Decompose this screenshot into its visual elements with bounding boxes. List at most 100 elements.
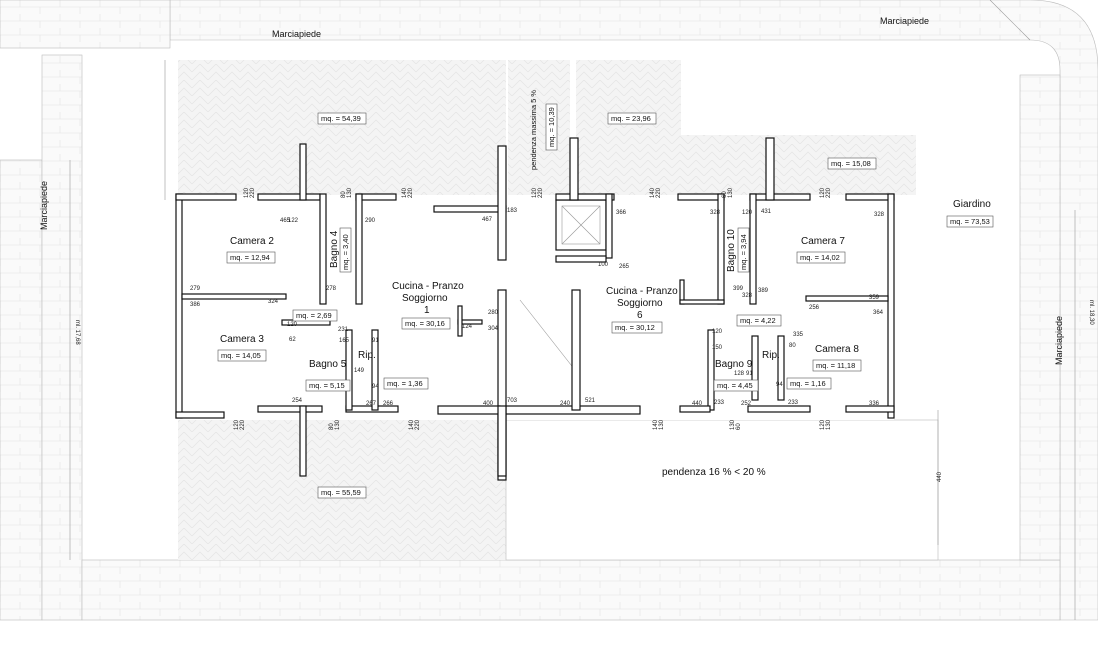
wall-dimension: 150 [712,345,723,351]
sidewalk-areas [0,0,1098,621]
area-box [736,314,782,327]
wall-dimension: 279 [190,286,201,292]
wall-dimension: 265 [619,264,630,270]
room-camera-8-area: mq. = 11,18 [816,361,855,370]
sidewalk-label-top-right: Marciapiede [880,16,929,26]
wall-dimension: 128 [734,371,745,377]
area-box [737,227,750,273]
room-camera-7-name: Camera 7 [801,236,845,247]
dimension-bottom-right: 440 [937,471,943,482]
room-camera-2-area: mq. = 12,94 [230,253,270,262]
garden-label: Giardino [953,199,991,210]
area-box [827,157,877,170]
outdoor-area-bottom: mq. = 55,59 [321,488,361,497]
outdoor-area-ramp: mq. = 10,39 [547,107,556,147]
room-bagno-5-name: Bagno 5 [309,359,347,370]
wall-dimension: 256 [809,305,820,311]
area-box [786,377,832,390]
area-box [305,379,351,392]
room-cucina-1-area: mq. = 30,16 [405,319,445,328]
room-cucina-1-name-line1: Cucina - Pranzo [392,281,464,292]
wall-dimension: 703 [507,398,518,404]
wall-dimension: 465 [280,218,291,224]
wall-dimension: 233 [714,400,725,406]
wall-dimension: 386 [190,302,201,308]
opening-dimension: 120220 [532,187,544,198]
wall-dimension: 328 [874,212,885,218]
ramp-slope-label: pendenza massima 5 % [529,90,538,170]
area-box [713,379,759,392]
wall-dimension: 521 [585,398,596,404]
area-box [401,317,451,330]
area-box [383,377,429,390]
area-box [317,486,367,499]
wall-dimension: 290 [365,218,376,224]
area-box [607,112,657,125]
outdoor-area-top-right: mq. = 23,96 [611,114,651,123]
wall-dimension: 431 [761,209,772,215]
wall-dimension: 233 [788,400,799,406]
wall-dimension: 359 [869,295,880,301]
wall-dimension: 183 [507,208,518,214]
garden-area-box [946,215,994,228]
wall-dimension: 328 [742,293,753,299]
wall-dimension: 240 [560,401,571,407]
wall-dimension: 266 [383,401,394,407]
opening-dimension: 120130 [820,419,832,430]
room-cucina-6-name-line2: Soggiorno [617,298,663,309]
room-camera-7-area: mq. = 14,02 [800,253,840,262]
room-cucina-6-area: mq. = 30,12 [615,323,655,332]
wall-dimension: 254 [292,398,303,404]
wall-dimension: 149 [354,368,365,374]
room-bagno-4-area: mq. = 3,40 [341,234,350,270]
opening-dimension: 13060 [730,419,742,430]
area-box [292,309,338,322]
wall-dimension: 328 [710,210,721,216]
sidewalk-label-top-left: Marciapiede [272,29,321,39]
room-bagno-10-name: Bagno 10 [726,229,737,272]
walls [175,137,895,481]
wall-dimension: 80 [789,343,796,349]
sidewalk-label-left: Marciapiede [39,181,49,230]
bottom-slope-label: pendenza 16 % < 20 % [662,467,766,478]
room-cucina-6-number: 6 [637,310,643,321]
dimension-right: ml. 18,30 [1088,300,1094,325]
wall-dimension: 91 [372,338,379,344]
room-camera-2-name: Camera 2 [230,236,274,247]
room-camera-3-name: Camera 3 [220,334,264,345]
room-rip-left-name: Rip. [358,350,376,361]
wall-dimension: 467 [482,217,493,223]
wall-dimension: 252 [741,401,752,407]
wall-dimension: 267 [366,401,377,407]
area-box [611,321,663,334]
opening-dimension: 80130 [341,187,353,198]
opening-dimension: 60130 [722,187,734,198]
garden-area: mq. = 73,53 [950,217,990,226]
room-bagno-9-area: mq. = 4,45 [717,381,753,390]
wall-dimension: 366 [616,210,627,216]
room-rip-left-area: mq. = 1,36 [387,379,423,388]
wall-dimension: 336 [869,401,880,407]
area-box [217,349,267,362]
wall-dimension: 280 [488,310,499,316]
wall-dimension: 324 [268,299,279,305]
wall-dimension: 120 [287,322,298,328]
room-corridor-left-area: mq. = 2,69 [296,311,332,320]
wall-dimension: 94 [372,384,379,390]
wall-dimension: 389 [758,288,769,294]
wall-dimension: 124 [462,324,473,330]
opening-dimension: 120220 [234,419,246,430]
opening-dimension: 80130 [329,419,341,430]
wall-dimension: 91 [746,371,753,377]
outdoor-area-top-left: mq. = 54,39 [321,114,361,123]
room-camera-8-name: Camera 8 [815,344,859,355]
wall-dimension: 304 [488,326,499,332]
room-cucina-1-number: 1 [424,305,430,316]
opening-dimension: 140220 [409,419,421,430]
area-box [545,103,558,151]
wall-dimension: 440 [692,401,703,407]
wall-dimension: 165 [339,338,350,344]
